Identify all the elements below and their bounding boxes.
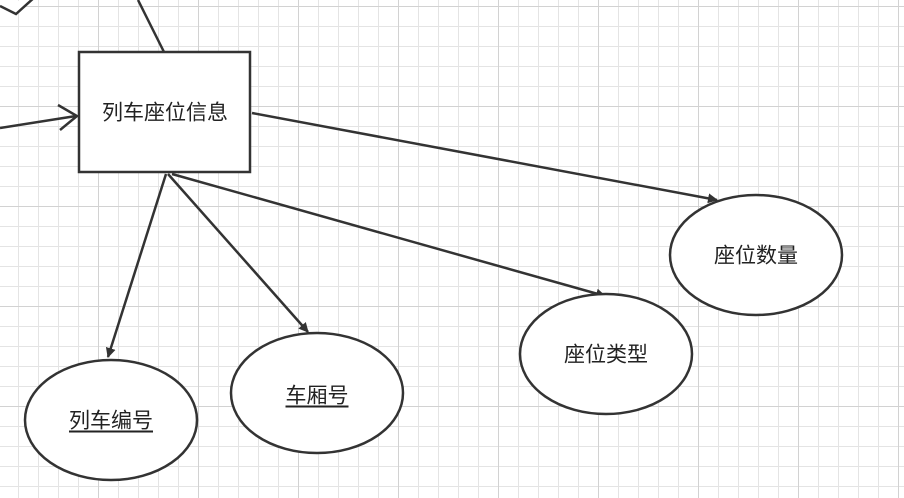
attribute-label-seat-type: 座位类型	[564, 342, 648, 367]
attribute-ellipse-seat-count[interactable]	[668, 193, 844, 317]
connector-line-top	[136, 0, 166, 53]
attribute-ellipse-seat-type[interactable]	[518, 292, 694, 416]
entity-box[interactable]	[77, 50, 252, 174]
attribute-label-train-number: 列车编号	[69, 408, 153, 433]
edge-to-seat-count	[251, 111, 718, 204]
incoming-arrow-line	[0, 114, 77, 130]
entity-label: 列车座位信息	[102, 100, 228, 125]
edge-to-train-number	[105, 173, 168, 358]
attribute-label-carriage-number: 车厢号	[285, 383, 349, 408]
edge-to-seat-type	[171, 172, 606, 299]
relationship-diamond-partial	[0, 0, 34, 16]
edge-to-carriage-number	[167, 173, 309, 333]
attribute-label-seat-count: 座位数量	[714, 243, 798, 268]
attribute-ellipse-carriage-number[interactable]	[229, 331, 405, 455]
incoming-arrow-head	[57, 103, 80, 131]
attribute-ellipse-train-number[interactable]	[23, 358, 199, 482]
